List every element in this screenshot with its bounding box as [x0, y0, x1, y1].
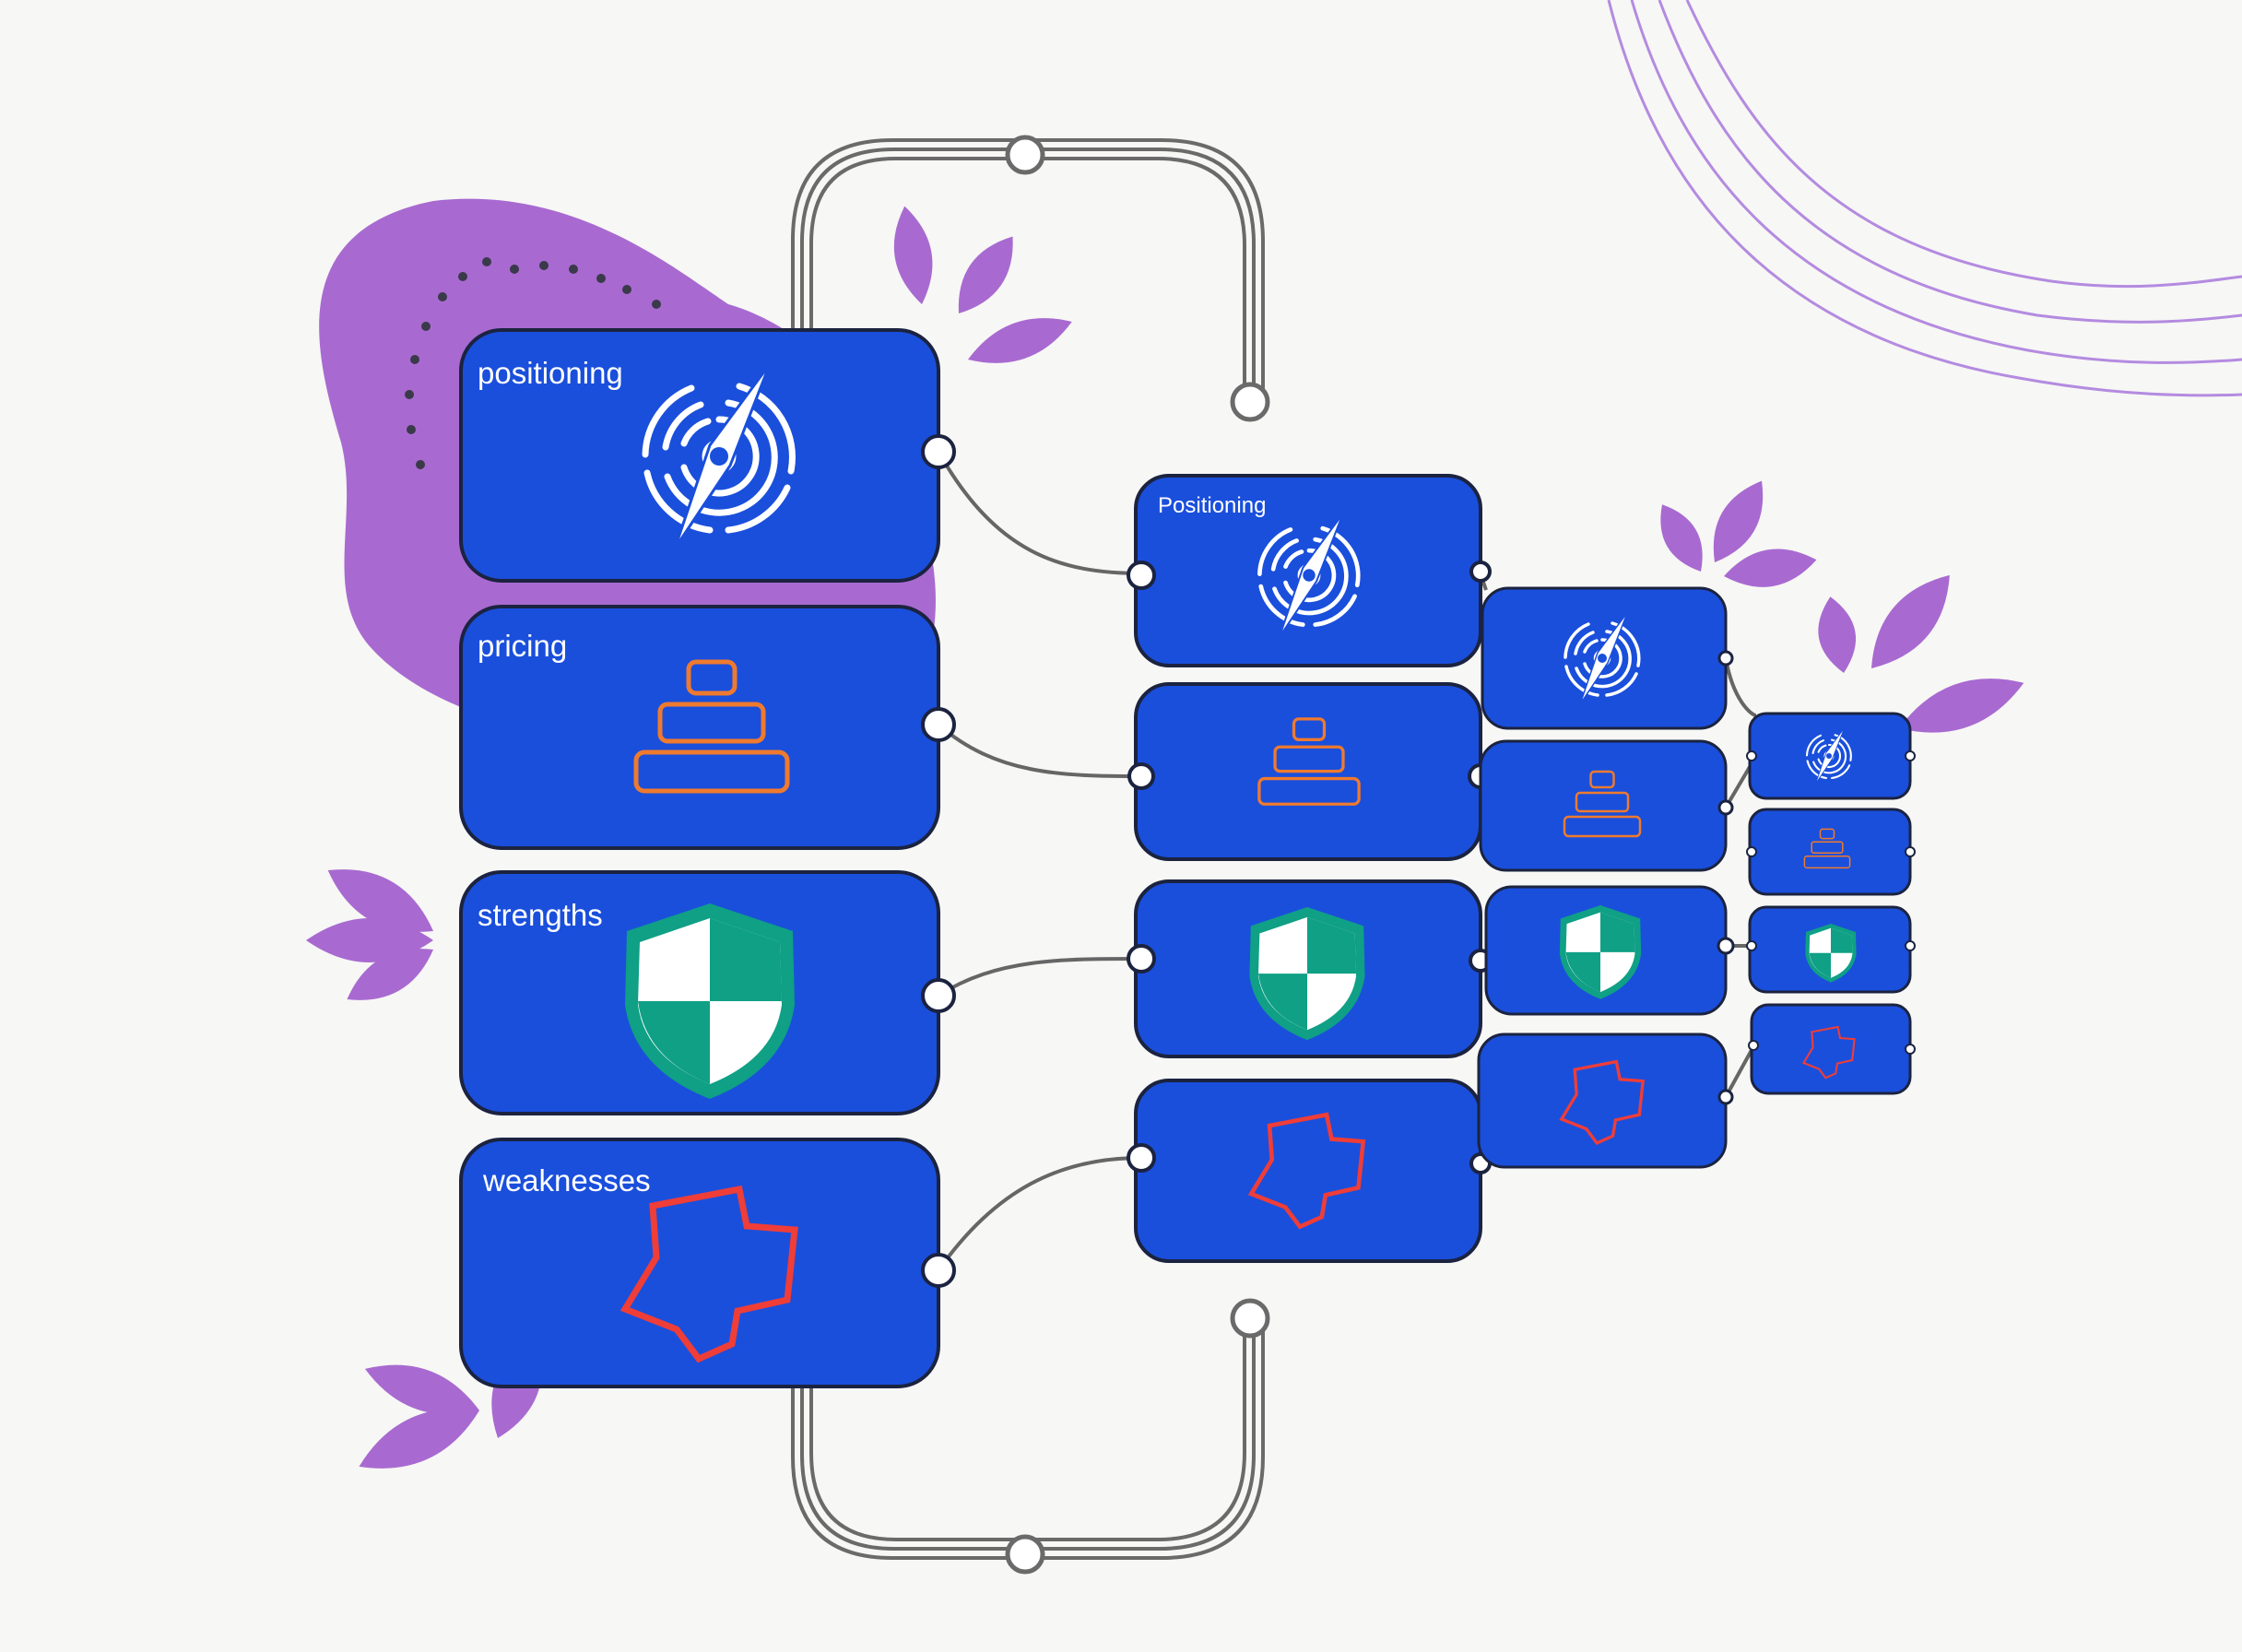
- card-pricing[interactable]: pricing: [459, 605, 940, 850]
- card-label: pricing: [478, 629, 567, 663]
- card-weaknesses-level3[interactable]: [1477, 1032, 1728, 1169]
- card-strengths-level2[interactable]: [1134, 879, 1482, 1058]
- card-label: positioning: [478, 356, 623, 390]
- card-positioning-level3[interactable]: [1481, 586, 1728, 730]
- rail-node: [1230, 382, 1270, 422]
- card-positioning-level2[interactable]: Positioning: [1134, 474, 1482, 667]
- card-strengths-level4[interactable]: [1748, 905, 1912, 994]
- wave-lines: [1607, 0, 2242, 397]
- card-strengths[interactable]: strengths: [459, 870, 940, 1115]
- card-positioning[interactable]: positioning: [459, 328, 940, 583]
- card-pricing-level3[interactable]: [1479, 739, 1728, 872]
- card-label: strengths: [478, 898, 603, 932]
- card-strengths-level3[interactable]: [1484, 885, 1728, 1016]
- ports-col1: [921, 434, 956, 1288]
- rail-node: [1230, 1298, 1270, 1339]
- ports-col4: [1746, 750, 1916, 1055]
- card-pricing-level2[interactable]: [1134, 682, 1482, 861]
- rail-node: [1005, 1534, 1045, 1575]
- card-label: weaknesses: [482, 1163, 651, 1198]
- card-label: Positioning: [1158, 493, 1266, 518]
- card-positioning-level4[interactable]: [1748, 712, 1912, 800]
- ports-col3: [1717, 650, 1735, 1105]
- dotted-arc: [405, 257, 661, 469]
- card-weaknesses[interactable]: weaknesses: [459, 1138, 940, 1388]
- leaf-cluster-icon: [306, 851, 444, 1016]
- rail-node: [1005, 135, 1045, 175]
- card-pricing-level4[interactable]: [1748, 808, 1912, 896]
- card-weaknesses-level4[interactable]: [1750, 1003, 1912, 1095]
- card-weaknesses-level2[interactable]: [1134, 1079, 1482, 1263]
